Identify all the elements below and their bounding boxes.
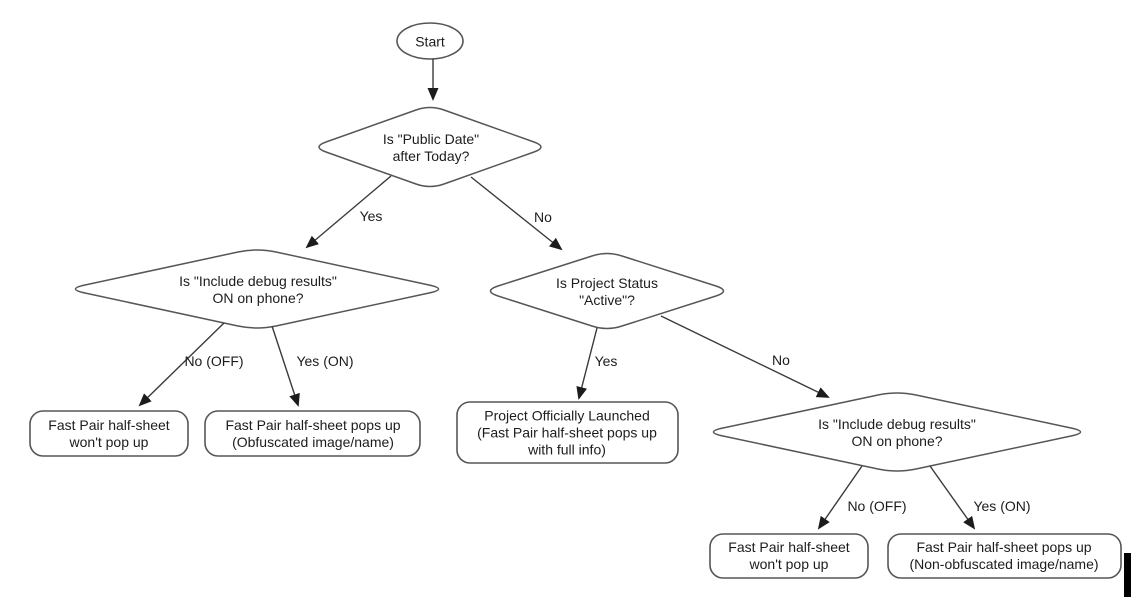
- arrow-yes-public-date: [305, 175, 392, 249]
- edge-label-no-off-right: No (OFF): [847, 498, 907, 514]
- result-wont-popup-right-line1: Fast Pair half-sheet: [728, 539, 850, 555]
- decision-debug-right-line2: ON on phone?: [851, 433, 943, 449]
- start-node-label-text: Start: [415, 33, 445, 50]
- result-wont-popup-right-line2: won't pop up: [749, 556, 829, 572]
- arrow-no-off-right: [817, 465, 863, 530]
- result-obfuscated-shape: [204, 410, 421, 457]
- edge-label-no-active: No: [772, 352, 790, 368]
- result-wont-popup-left-line1: Fast Pair half-sheet: [48, 417, 170, 433]
- result-wont-popup-right-shape: [709, 533, 869, 579]
- decision-public-date-label: Is "Public Date" after Today?: [383, 131, 479, 165]
- start-node-label: Start: [415, 34, 445, 51]
- arrow-yes-on-right: [929, 465, 976, 530]
- result-obfuscated-label: Fast Pair half-sheet pops up (Obfuscated…: [225, 417, 400, 451]
- start-node-shape: [396, 22, 464, 60]
- decision-public-date-line1: Is "Public Date": [382, 131, 480, 147]
- result-wont-popup-right-label: Fast Pair half-sheet won't pop up: [728, 539, 849, 573]
- edge-label-no-public-date: No: [534, 209, 552, 225]
- decision-public-date-line2: after Today?: [392, 148, 470, 164]
- edge-label-yes-active: Yes: [594, 353, 618, 369]
- arrow-yes-on-left: [271, 325, 300, 407]
- decision-project-status-shape: [489, 252, 725, 330]
- result-launched-label: Project Officially Launched (Fast Pair h…: [477, 408, 657, 459]
- result-obfuscated-line1: Fast Pair half-sheet pops up: [225, 417, 401, 433]
- decision-debug-right-line1: Is "Include debug results": [818, 416, 976, 432]
- text-cursor-artifact: [1124, 553, 1131, 597]
- decision-project-status-label: Is Project Status "Active"?: [556, 275, 658, 309]
- result-non-obfuscated-line1: Fast Pair half-sheet pops up: [916, 539, 1092, 555]
- result-launched-shape: [456, 401, 679, 464]
- decision-project-status-line2: "Active"?: [579, 292, 635, 308]
- edge-label-yes-on-right: Yes (ON): [973, 498, 1031, 514]
- edge-label-yes-on-left: Yes (ON): [296, 353, 354, 369]
- result-non-obfuscated-label: Fast Pair half-sheet pops up (Non-obfusc…: [909, 539, 1098, 573]
- decision-public-date-shape: [318, 106, 542, 188]
- arrow-no-off-left: [138, 322, 225, 407]
- decision-debug-left-shape: [74, 249, 440, 329]
- arrow-no-public-date: [470, 176, 563, 251]
- result-obfuscated-line2: (Obfuscated image/name): [232, 434, 394, 450]
- decision-debug-left-line2: ON on phone?: [212, 290, 304, 306]
- result-wont-popup-left-label: Fast Pair half-sheet won't pop up: [48, 417, 169, 451]
- decision-debug-right-label: Is "Include debug results" ON on phone?: [818, 416, 976, 450]
- decision-project-status-line1: Is Project Status: [556, 275, 658, 291]
- result-non-obfuscated-shape: [887, 533, 1122, 579]
- edge-label-no-off-left: No (OFF): [184, 353, 244, 369]
- decision-debug-left-line1: Is "Include debug results": [179, 273, 337, 289]
- result-non-obfuscated-line2: (Non-obfuscated image/name): [909, 556, 1099, 572]
- arrow-no-active: [660, 315, 830, 398]
- result-wont-popup-left-line2: won't pop up: [69, 434, 149, 450]
- result-launched-line3: with full info): [528, 441, 606, 458]
- arrow-yes-active: [576, 327, 598, 400]
- result-launched-line1: Project Officially Launched: [484, 407, 650, 424]
- result-launched-line2: (Fast Pair half-sheet pops up: [477, 424, 657, 441]
- edge-label-yes-public-date: Yes: [359, 208, 383, 224]
- result-wont-popup-left-shape: [29, 410, 189, 457]
- decision-debug-left-label: Is "Include debug results" ON on phone?: [179, 273, 337, 307]
- decision-debug-right-shape: [712, 392, 1082, 472]
